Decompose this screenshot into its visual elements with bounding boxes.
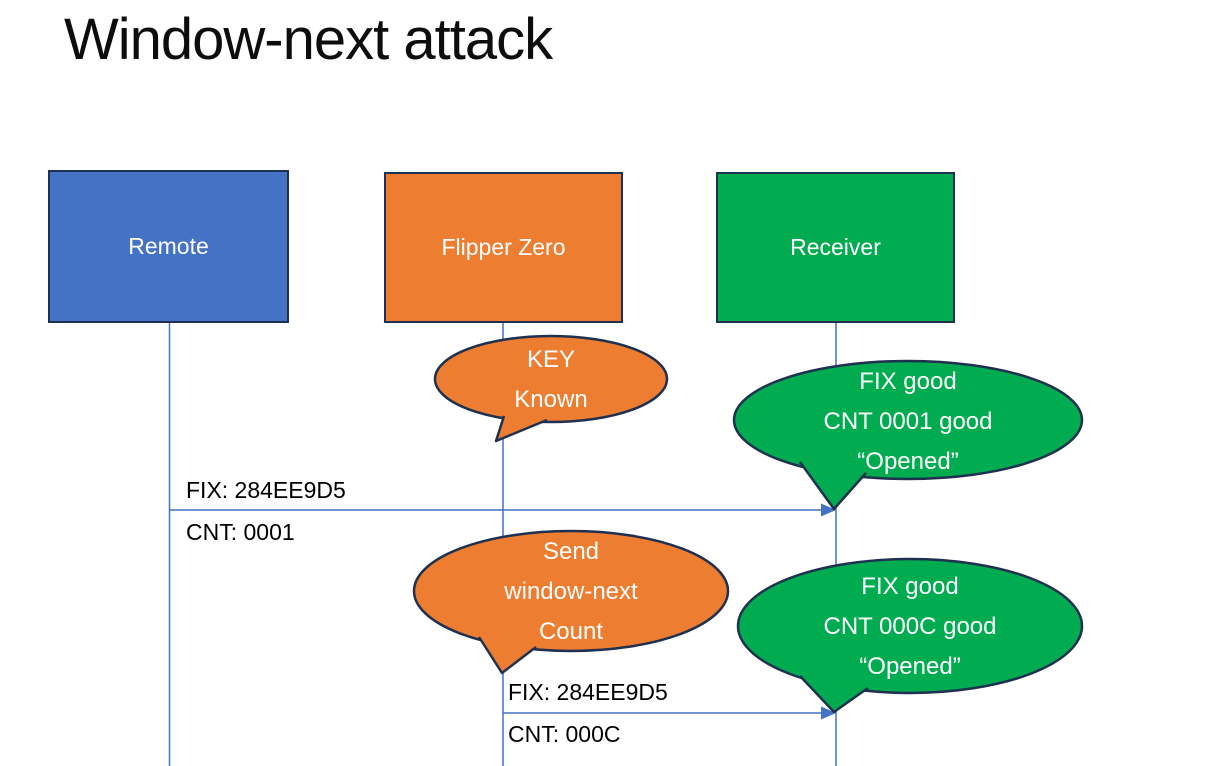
callout-text-send-window-next: Send window-next Count: [421, 532, 721, 652]
actor-box-receiver: Receiver: [716, 172, 955, 323]
callout-line: CNT 0001 good: [823, 408, 993, 435]
arrowhead-right-icon: [821, 503, 836, 517]
callout-text-fix-good-2: FIX good CNT 000C good “Opened”: [760, 567, 1060, 687]
callout-line: Count: [538, 618, 604, 645]
message2-fix-label: FIX: 284EE9D5: [508, 679, 668, 705]
message1-fix-label: FIX: 284EE9D5: [186, 477, 346, 503]
callout-line: Send: [542, 538, 600, 565]
callout-text-fix-good-1: FIX good CNT 0001 good “Opened”: [758, 362, 1058, 482]
callout-fix-good-1: [732, 359, 1084, 511]
callout-fix-good-2: [736, 557, 1084, 714]
callout-line: FIX good: [859, 368, 957, 395]
callout-send-window-next: [412, 529, 730, 675]
callout-line: “Opened”: [859, 653, 961, 680]
callout-line: window-next: [504, 578, 638, 605]
actor-label-flipper-zero: Flipper Zero: [441, 234, 566, 260]
arrowhead-right-icon: [821, 706, 836, 720]
actor-box-remote: Remote: [48, 170, 289, 323]
message2-cnt-label: CNT: 000C: [508, 721, 621, 747]
message1-cnt-label: CNT: 0001: [186, 519, 295, 545]
page-title: Window-next attack: [64, 7, 553, 72]
callout-key-known: [433, 334, 669, 443]
callout-line: Known: [514, 386, 588, 413]
actor-box-flipper-zero: Flipper Zero: [384, 172, 623, 323]
callout-text-key-known: KEY Known: [451, 340, 651, 420]
actor-label-receiver: Receiver: [790, 234, 881, 260]
callout-line: “Opened”: [857, 448, 959, 475]
callout-line: KEY: [526, 346, 576, 373]
actor-label-remote: Remote: [128, 233, 209, 259]
callout-line: FIX good: [861, 573, 959, 600]
callout-line: CNT 000C good: [823, 613, 997, 640]
